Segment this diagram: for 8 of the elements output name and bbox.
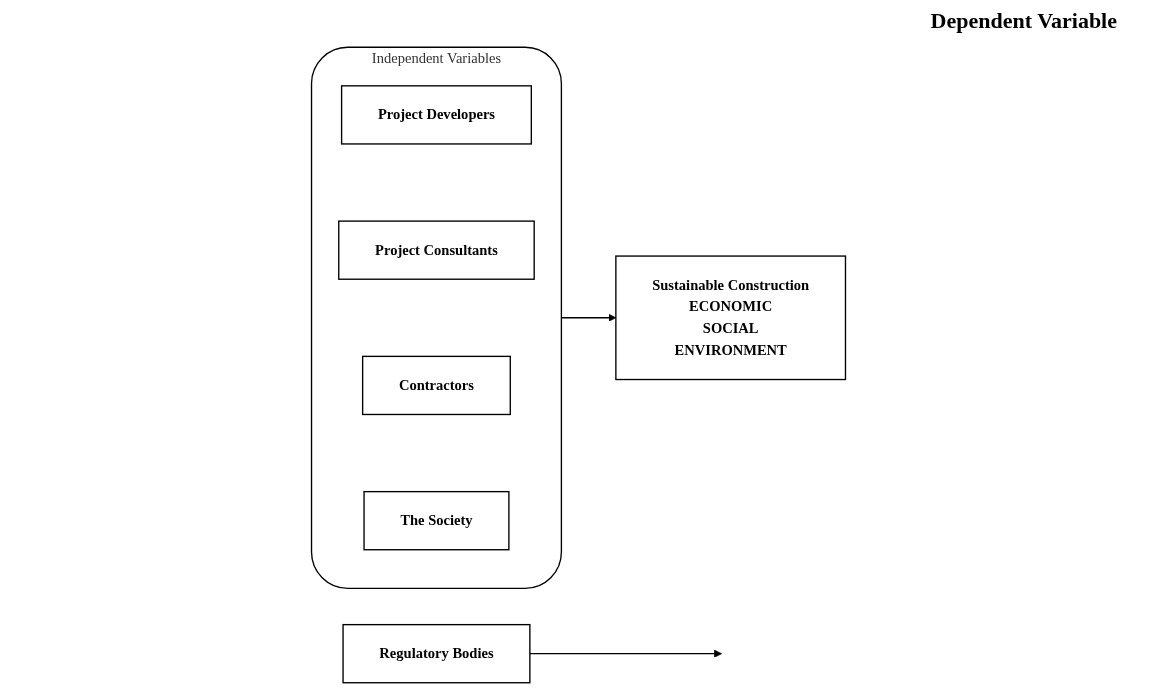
arrow bbox=[529, 649, 722, 658]
node-box: Project Developers bbox=[340, 85, 532, 145]
node-box: Contractors bbox=[361, 355, 511, 416]
node-box: Sustainable Construction ECONOMIC SOCIAL ENVIRONMENT bbox=[615, 255, 847, 381]
node-box: The Society bbox=[363, 490, 510, 551]
node-box: Regulatory Bodies bbox=[342, 623, 531, 684]
heading-label: Dependent Variable bbox=[930, 8, 1117, 34]
node-box: Project Consultants bbox=[338, 220, 535, 280]
